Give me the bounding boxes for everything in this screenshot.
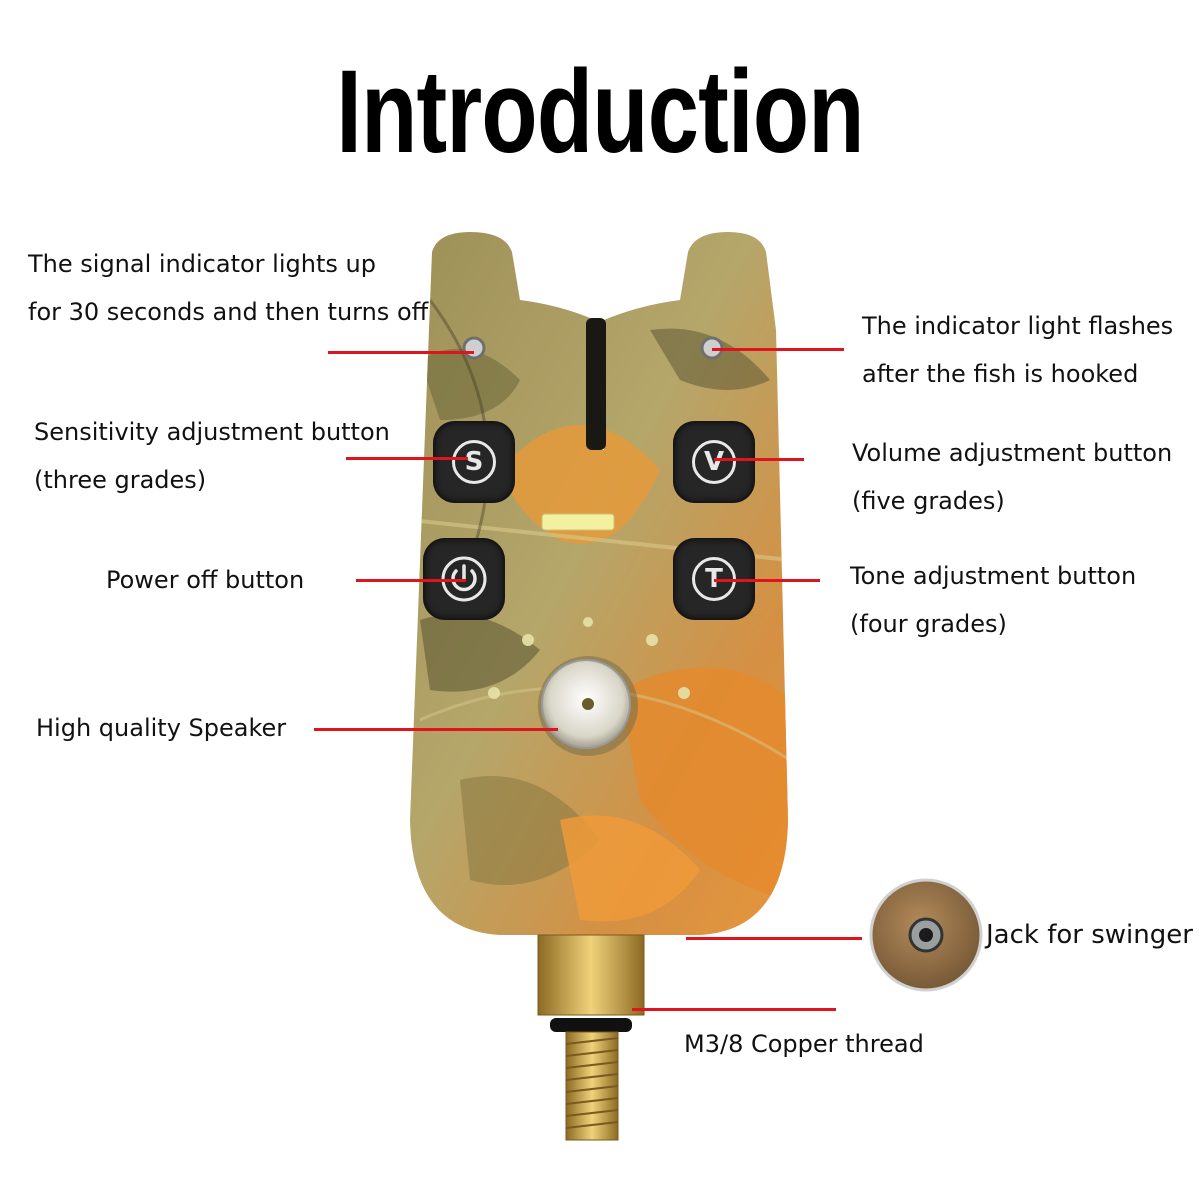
leader-speaker bbox=[314, 728, 558, 731]
label-signal-indicator: The signal indicator lights up for 30 se… bbox=[28, 250, 429, 326]
leader-indicator-flash bbox=[712, 348, 844, 351]
jack-inset bbox=[869, 878, 983, 992]
label-sensitivity: Sensitivity adjustment button (three gra… bbox=[34, 418, 390, 494]
leader-volume bbox=[714, 458, 804, 461]
page-title: Introduction bbox=[336, 46, 864, 178]
line-slot bbox=[586, 318, 606, 450]
label-indicator-flash: The indicator light flashes after the fi… bbox=[862, 312, 1174, 388]
sensitivity-button-label: S bbox=[452, 440, 496, 484]
brass-stem bbox=[537, 934, 645, 1016]
o-ring bbox=[550, 1018, 632, 1032]
sensitivity-button[interactable]: S bbox=[433, 421, 515, 503]
leader-signal-indicator bbox=[328, 351, 474, 354]
label-volume: Volume adjustment button (five grades) bbox=[852, 439, 1173, 515]
label-thread: M3/8 Copper thread bbox=[684, 1030, 924, 1058]
label-power: Power off button bbox=[106, 566, 305, 594]
leader-tone bbox=[714, 579, 820, 582]
indicator-strip bbox=[541, 513, 615, 531]
label-speaker: High quality Speaker bbox=[36, 714, 287, 742]
signal-led-left bbox=[462, 336, 486, 360]
leader-thread bbox=[632, 1008, 836, 1011]
decor-dots bbox=[488, 617, 690, 699]
speaker-icon bbox=[538, 656, 638, 756]
volume-button-label: V bbox=[692, 440, 736, 484]
leader-jack bbox=[686, 937, 862, 940]
leader-sensitivity bbox=[346, 457, 468, 460]
leader-power bbox=[356, 579, 466, 582]
thread-screw bbox=[565, 1031, 619, 1141]
label-jack: Jack for swinger bbox=[986, 920, 1193, 950]
label-tone: Tone adjustment button (four grades) bbox=[850, 562, 1137, 638]
volume-button[interactable]: V bbox=[673, 421, 755, 503]
